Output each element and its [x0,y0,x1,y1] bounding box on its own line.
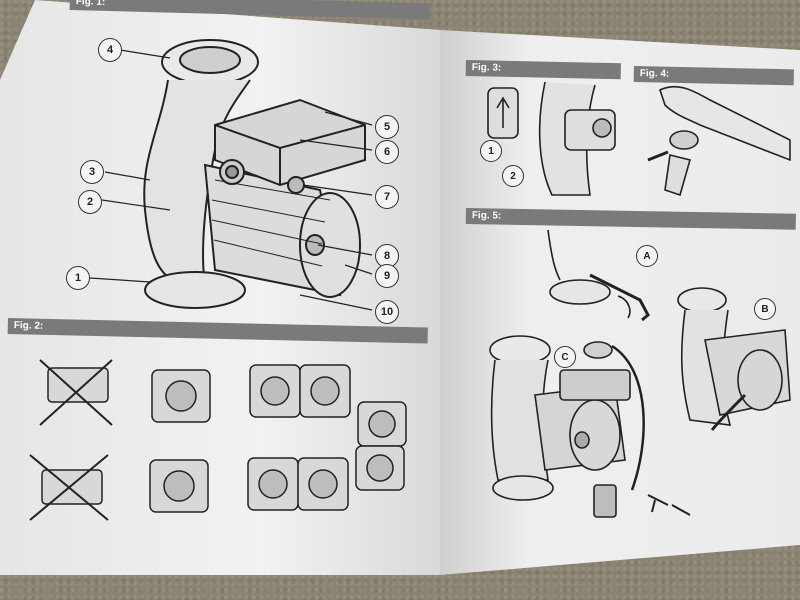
fig3-callout-1: 1 [480,140,502,162]
callout-2: 2 [78,190,102,214]
fig5-callout-b: B [754,298,776,320]
callout-3: 3 [80,160,104,184]
callout-5: 5 [375,115,399,139]
callout-7: 7 [375,185,399,209]
fig3-callout-2: 2 [502,165,524,187]
fig5-callout-c: C [554,346,576,368]
callout-10: 10 [375,300,399,324]
fig5-callout-a: A [636,245,658,267]
callout-4: 4 [98,38,122,62]
callout-6: 6 [375,140,399,164]
callout-9: 9 [375,264,399,288]
callout-1: 1 [66,266,90,290]
